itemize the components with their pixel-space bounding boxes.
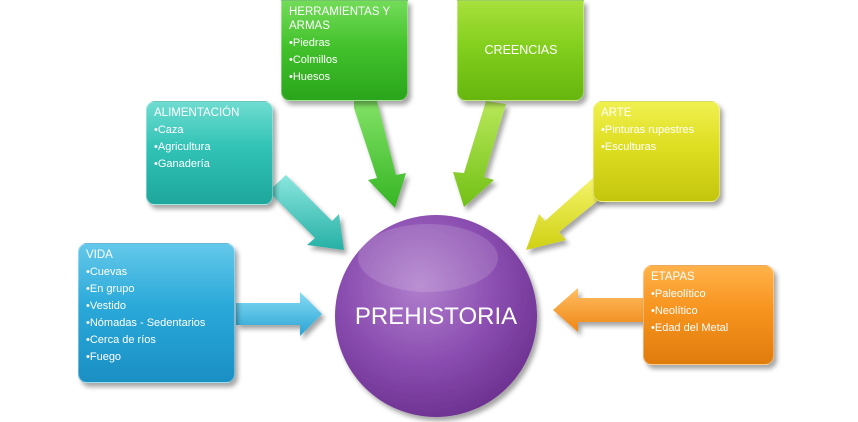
center-label: PREHISTORIA: [354, 303, 518, 330]
arrow-creencias: [453, 101, 506, 207]
list-item: Vestido: [86, 298, 228, 315]
box-title: ARTE: [601, 107, 632, 119]
item-list: Caza Agricultura Ganadería: [154, 122, 266, 173]
box-title: CREENCIAS: [484, 43, 558, 57]
list-item: Cuevas: [86, 264, 228, 281]
list-item: Agricultura: [154, 139, 266, 156]
list-item: Colmillos: [289, 52, 401, 69]
item-list: Paleolítico Neolítico Edad del Metal: [651, 286, 767, 337]
list-item: Huesos: [289, 69, 401, 86]
arrow-vida: [236, 292, 322, 336]
box-title: ALIMENTACIÓN: [154, 107, 240, 119]
box-title: HERRAMIENTAS Y ARMAS: [289, 6, 390, 32]
hub-highlight: [358, 224, 498, 292]
arrow-herramientas: [354, 101, 406, 208]
box-vida: VIDA Cuevas En grupo Vestido Nómadas - S…: [78, 243, 235, 383]
item-list: Pinturas rupestres Esculturas: [601, 122, 713, 156]
list-item: Piedras: [289, 35, 401, 52]
box-title: VIDA: [86, 249, 113, 261]
item-list: Cuevas En grupo Vestido Nómadas - Sedent…: [86, 264, 228, 366]
list-item: Pinturas rupestres: [601, 122, 713, 139]
list-item: Esculturas: [601, 139, 713, 156]
list-item: Paleolítico: [651, 286, 767, 303]
list-item: Cerca de ríos: [86, 332, 228, 349]
arrow-arte: [526, 178, 606, 250]
box-etapas: ETAPAS Paleolítico Neolítico Edad del Me…: [643, 265, 774, 365]
list-item: Nómadas - Sedentarios: [86, 315, 228, 332]
list-item: En grupo: [86, 281, 228, 298]
list-item: Fuego: [86, 349, 228, 366]
list-item: Edad del Metal: [651, 320, 767, 337]
list-item: Ganadería: [154, 156, 266, 173]
box-alimentacion: ALIMENTACIÓN Caza Agricultura Ganadería: [146, 101, 273, 205]
box-creencias: CREENCIAS: [457, 0, 584, 101]
arrow-alimentacion: [272, 175, 344, 250]
item-list: Piedras Colmillos Huesos: [289, 35, 401, 86]
hub-circle: [335, 215, 537, 417]
list-item: Neolítico: [651, 303, 767, 320]
arrow-etapas: [553, 288, 645, 332]
list-item: Caza: [154, 122, 266, 139]
box-title: ETAPAS: [651, 271, 695, 283]
box-herramientas: HERRAMIENTAS Y ARMAS Piedras Colmillos H…: [281, 0, 408, 101]
box-arte: ARTE Pinturas rupestres Esculturas: [593, 101, 720, 202]
